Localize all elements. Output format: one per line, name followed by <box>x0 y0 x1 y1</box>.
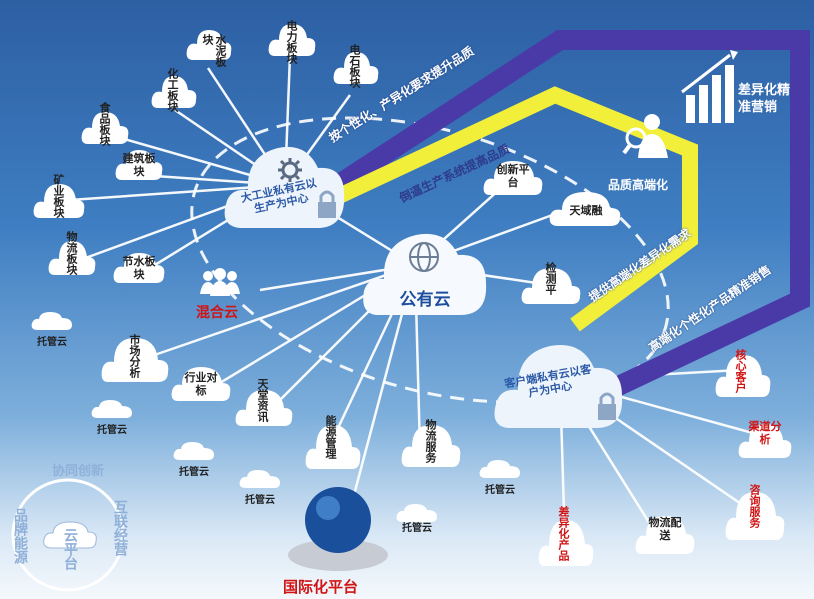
label-diff-product: 差异化产品 <box>557 506 570 561</box>
cloud-mine: 矿业板块 <box>30 168 88 230</box>
label-logi: 物流板块 <box>65 231 78 275</box>
cloud-logistics: 物流服务 <box>398 405 464 481</box>
hosting-label-5: 托管云 <box>402 523 432 534</box>
label-chem: 化工板块 <box>166 68 179 112</box>
label-tianyu: 天域融 <box>569 204 603 217</box>
cloud-info: 天堂资讯 <box>232 370 296 440</box>
label-intl-platform: 国际化平台 <box>283 578 359 596</box>
label-marketing: 差异化精准营销 <box>738 83 791 115</box>
hosting-cloud-2: 托管云 <box>90 398 134 436</box>
label-core-client: 核心客户 <box>734 349 747 393</box>
label-innovation: 创新平台 <box>496 163 530 189</box>
label-logi-dist: 物流配送 <box>648 516 682 542</box>
cloud-logi-dist: 物流配送 <box>632 500 698 566</box>
cloud-energy: 能源管理 <box>302 405 364 485</box>
cloud-consult: 咨询服务 <box>722 470 788 556</box>
label-public-cloud: 公有云 <box>399 290 451 310</box>
hosting-cloud-4: 托管云 <box>238 468 282 506</box>
cloud-water: 节水板块 <box>110 245 168 291</box>
cloud-food: 食品板块 <box>78 96 132 156</box>
hosting-cloud-3: 托管云 <box>172 440 216 478</box>
ring-center-cloud <box>42 518 98 556</box>
cloud-hydro: 水泥板块 <box>183 20 235 72</box>
label-hybrid-cloud: 混合云 <box>196 305 238 321</box>
industry-private-cloud: 大工业私有云以生产为中心 <box>220 118 350 248</box>
cloud-tianyu: 天域融 <box>546 180 626 236</box>
cloud-market: 市场分析 <box>98 318 172 396</box>
cloud-logi: 物流板块 <box>45 225 99 293</box>
cloud-bench: 行业对标 <box>168 355 234 411</box>
hosting-cloud-6: 托管云 <box>478 458 522 496</box>
label-food: 食品板块 <box>98 102 111 146</box>
cloud-innovation: 创新平台 <box>480 145 546 207</box>
cloud-channel: 渠道分析 <box>735 410 795 468</box>
label-logistics: 物流服务 <box>424 419 437 463</box>
quality-inspector-icon <box>622 112 672 160</box>
hosting-label-3: 托管云 <box>179 467 209 478</box>
label-consult: 咨询服务 <box>748 484 761 528</box>
label-quality: 品质高端化 <box>608 178 669 192</box>
label-build: 建筑板块 <box>122 152 156 178</box>
public-cloud: 公有云 <box>360 195 490 335</box>
cloud-diff-product: 差异化产品 <box>535 500 597 582</box>
cloud-core-client: 核心客户 <box>712 335 774 411</box>
hosting-label-1: 托管云 <box>37 337 67 348</box>
label-bench: 行业对标 <box>184 371 218 397</box>
cloud-test: 检测平 <box>518 248 584 318</box>
label-energy: 能源管理 <box>324 415 337 459</box>
label-info: 天堂资讯 <box>256 378 269 422</box>
label-mine: 矿业板块 <box>52 174 65 218</box>
hosting-label-2: 托管云 <box>97 425 127 436</box>
hosting-cloud-5: 托管云 <box>395 502 439 534</box>
label-power: 电力板块 <box>285 20 298 64</box>
cloud-build: 建筑板块 <box>112 140 166 190</box>
cloud-power: 电力板块 <box>265 10 319 68</box>
hosting-cloud-1: 托管云 <box>30 310 74 348</box>
label-channel: 渠道分析 <box>748 420 782 446</box>
label-market: 市场分析 <box>128 334 141 378</box>
label-water: 节水板块 <box>122 255 156 281</box>
hosting-label-4: 托管云 <box>245 495 275 506</box>
label-petro: 电石板块 <box>348 44 361 88</box>
ring-label-center: 云平台 <box>62 528 78 570</box>
hosting-label-6: 托管云 <box>485 485 515 496</box>
cloud-petro: 电石板块 <box>330 38 382 96</box>
ring-label-left: 品牌能源 <box>12 508 28 564</box>
ring-label-top: 协同创新 <box>51 464 104 479</box>
customer-private-cloud: 客户端私有云以客户为中心 <box>490 310 630 450</box>
label-test: 检测平 <box>544 262 557 295</box>
cloud-chem: 化工板块 <box>148 60 200 120</box>
ring-label-right: 互联经营 <box>112 500 128 556</box>
label-hydro: 水泥板块 <box>201 34 227 67</box>
people-icon <box>198 268 242 298</box>
